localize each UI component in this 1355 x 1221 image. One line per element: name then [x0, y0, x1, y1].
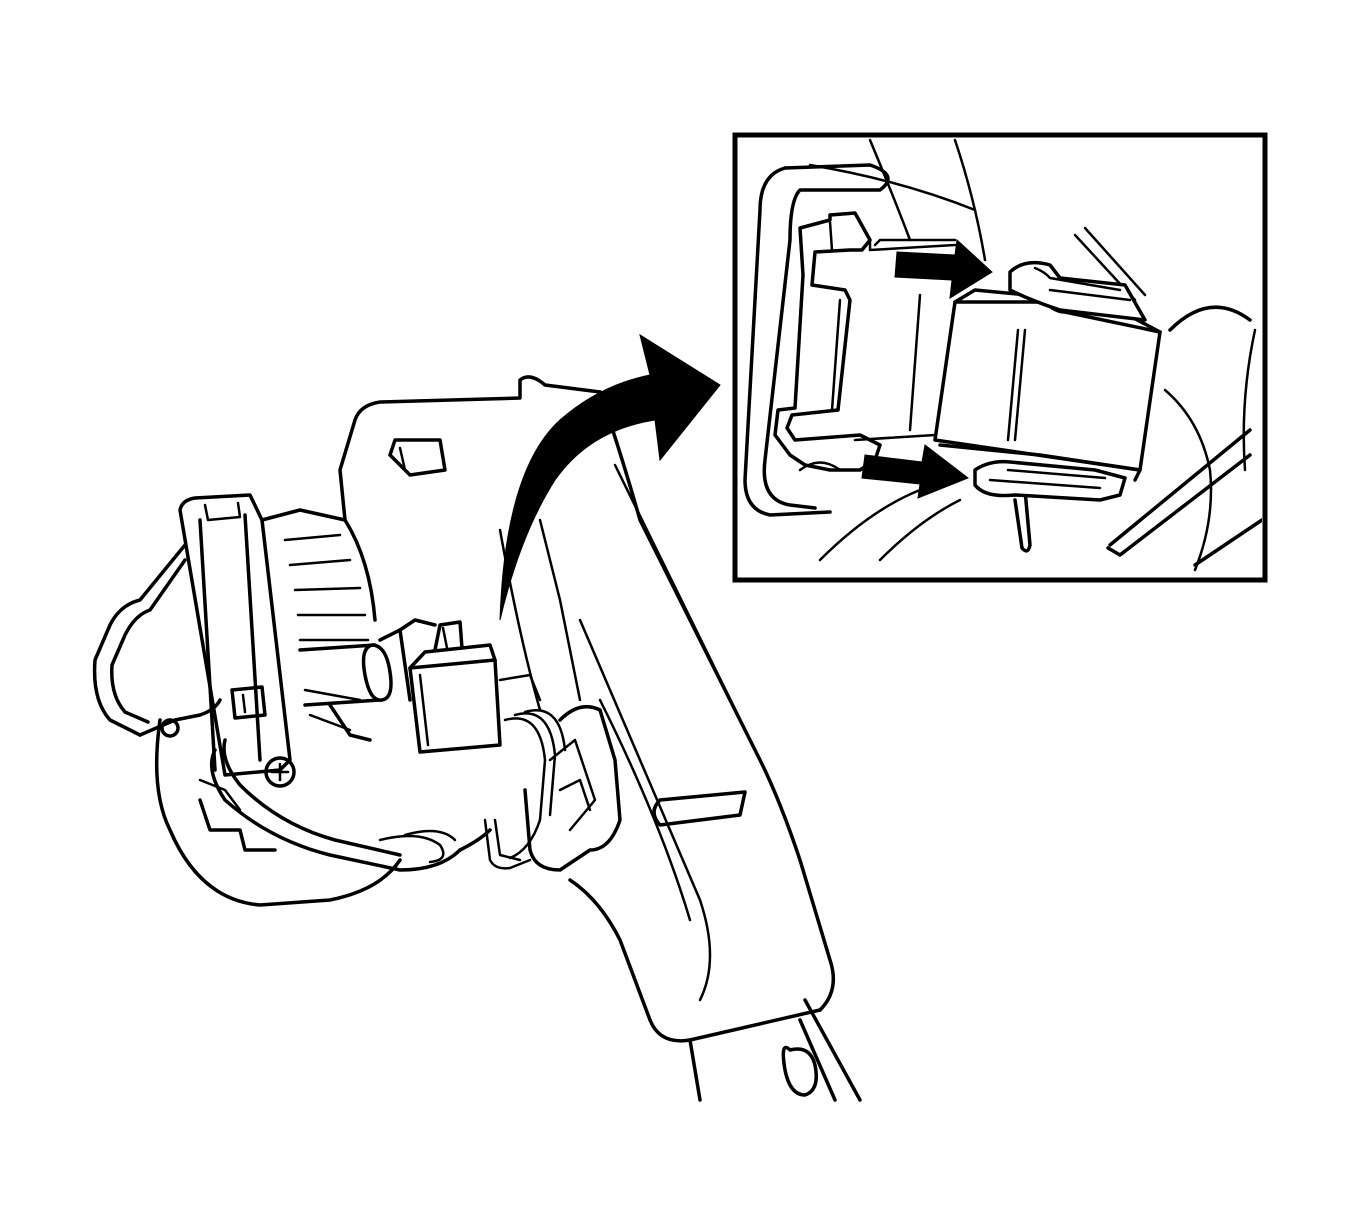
detail-inset — [732, 132, 1268, 583]
wire-harness — [92, 543, 567, 872]
release-arrow-top — [894, 238, 993, 299]
electrical-connector — [398, 618, 542, 754]
mode-actuator — [154, 493, 412, 907]
callout-arrow — [499, 333, 721, 621]
hvac-housing-duct — [338, 375, 862, 1102]
release-arrow-bottom — [861, 444, 970, 499]
